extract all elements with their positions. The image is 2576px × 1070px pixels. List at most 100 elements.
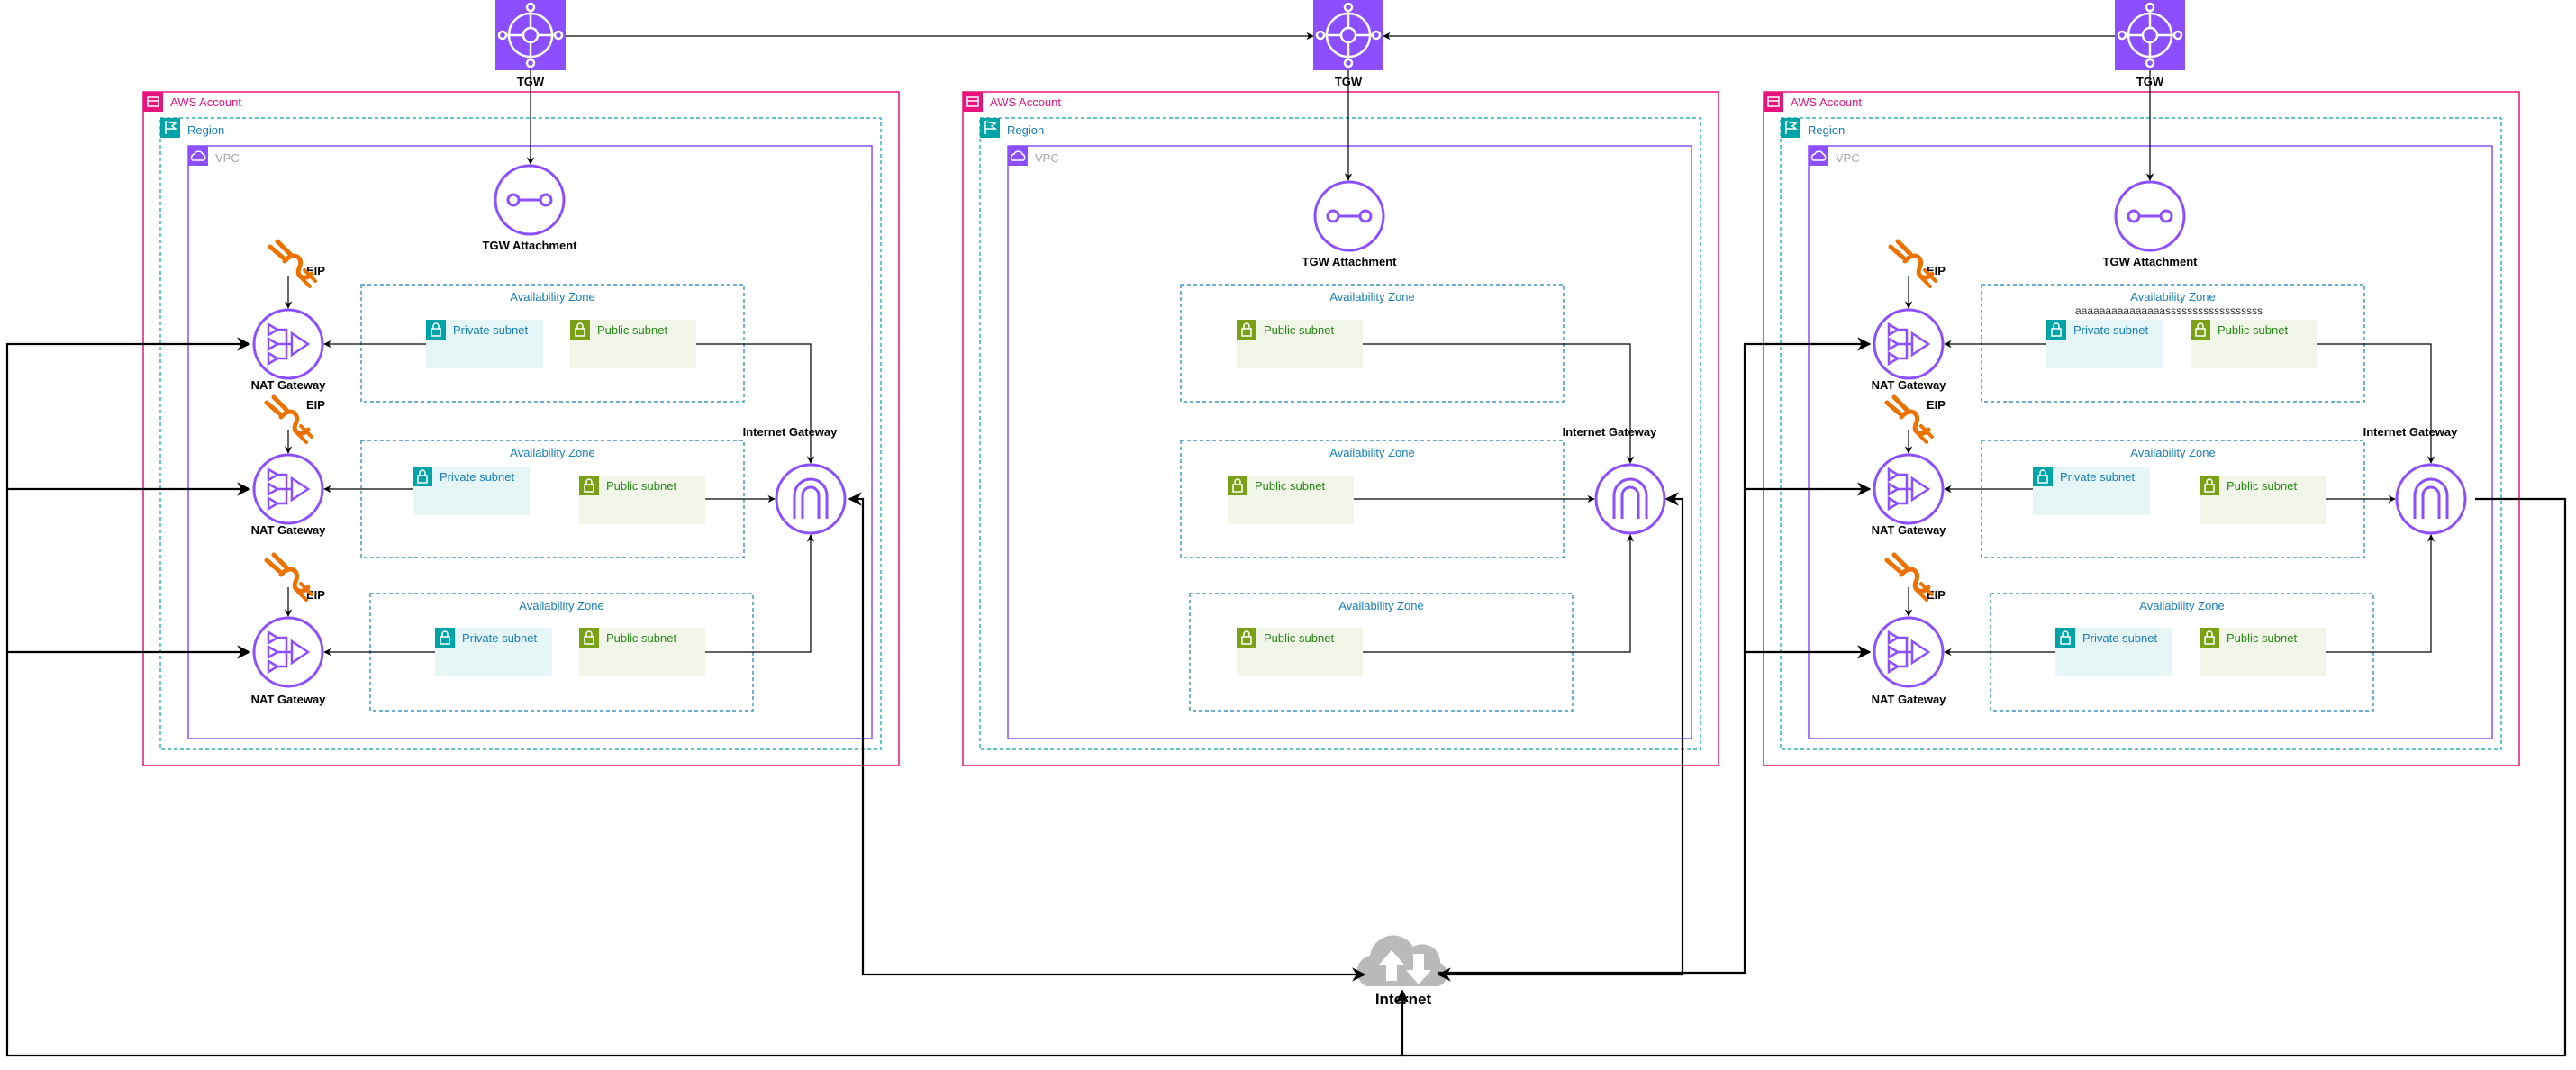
internet-gateway-label: Internet Gateway (743, 425, 839, 439)
public-to-igw (2317, 343, 2435, 464)
public-subnet: Public subnet (2200, 476, 2326, 524)
elastic-ip-icon (264, 394, 313, 444)
availability-zone-label: Availability Zone (519, 599, 603, 612)
internet-gateway-icon (1594, 463, 1666, 535)
lock-icon (2200, 476, 2219, 495)
availability-zone-label: Availability Zone (510, 290, 594, 304)
public-subnet: Public subnet (1237, 320, 1363, 368)
nat-gateway-icon (1873, 308, 1945, 380)
internet-to-nat-right (1438, 337, 1872, 975)
elastic-ip-icon (1884, 552, 1934, 602)
region-flag-icon (980, 118, 1000, 138)
lock-icon (570, 320, 590, 340)
elastic-ip-icon (268, 239, 317, 288)
vpc-label: VPC (1035, 151, 1059, 165)
region-label: Region (1808, 123, 1845, 137)
public-subnet: Public subnet (2200, 628, 2326, 676)
region-label: Region (1007, 123, 1044, 137)
lock-icon (2046, 320, 2066, 340)
lock-icon (2191, 320, 2210, 340)
internet-label: Internet (1375, 991, 1432, 1008)
public-subnet-label: Public subnet (2227, 479, 2297, 493)
elastic-ip-icon (1884, 394, 1934, 444)
tgw-attachment-icon (494, 164, 566, 236)
private-subnet-label: Private subnet (2060, 470, 2135, 484)
availability-zone: Availability Zone (360, 284, 745, 403)
nat-gateway-icon (252, 453, 324, 525)
igw-internet-center (1437, 492, 1684, 982)
lock-icon (579, 628, 599, 648)
public-subnet: Public subnet (570, 320, 696, 368)
lock-icon (413, 467, 432, 486)
private-subnet: Private subnet (2033, 467, 2150, 515)
lock-icon (435, 628, 455, 648)
vpc-label: VPC (1836, 151, 1860, 165)
tgw-attachment-label: TGW Attachment (2103, 255, 2199, 268)
transit-gateway-icon (1313, 0, 1383, 70)
availability-zone-label: Availability Zone (2130, 290, 2215, 304)
elastic-ip-icon (264, 552, 313, 602)
aws-account-icon (963, 92, 983, 112)
annotation-text: aaaaaaaaaaaaaaassssssssssssssssss (2075, 304, 2263, 317)
igw-internet-right (1395, 497, 2567, 1057)
availability-zone: Availability Zone (1180, 284, 1565, 403)
tgw-attachment-icon (2114, 180, 2186, 252)
transit-gateway-icon (495, 0, 566, 70)
nat-gateway-label: NAT Gateway (1872, 378, 1947, 392)
availability-zone-label: Availability Zone (1338, 599, 1423, 612)
availability-zone-label: Availability Zone (2130, 446, 2215, 459)
aws-account-icon (143, 92, 163, 112)
private-subnet-label: Private subnet (462, 631, 537, 645)
public-subnet-label: Public subnet (597, 323, 667, 337)
eip-label: EIP (306, 398, 325, 412)
public-subnet-label: Public subnet (606, 479, 676, 493)
nat-gateway-label: NAT Gateway (251, 693, 327, 706)
lock-icon (1237, 320, 1256, 340)
private-subnet-label: Private subnet (440, 470, 514, 484)
public-subnet-label: Public subnet (1255, 479, 1325, 493)
private-subnet-label: Private subnet (2082, 631, 2157, 645)
lock-icon (579, 476, 599, 495)
public-to-igw (705, 534, 815, 653)
private-subnet-label: Private subnet (2073, 323, 2148, 337)
availability-zone-label: Availability Zone (1329, 290, 1414, 304)
nat-gateway-icon (1873, 453, 1945, 525)
public-to-igw (1363, 534, 1635, 653)
region-label: Region (187, 123, 224, 137)
public-subnet-label: Public subnet (1264, 631, 1334, 645)
aws-account-icon (1764, 92, 1783, 112)
aws-account-label: AWS Account (1791, 95, 1862, 109)
availability-zone-label: Availability Zone (1329, 446, 1414, 459)
tgw-attachment-label: TGW Attachment (1302, 255, 1398, 268)
vpc-cloud-icon (1809, 146, 1828, 166)
aws-account-label: AWS Account (170, 95, 241, 109)
lock-icon (1228, 476, 1247, 495)
availability-zone-label: Availability Zone (510, 446, 594, 459)
lock-icon (2033, 467, 2053, 486)
private-subnet: Private subnet (2055, 628, 2172, 676)
availability-zone: Availability Zone (1981, 284, 2365, 403)
nat-gateway-label: NAT Gateway (251, 378, 327, 392)
public-subnet: Public subnet (2191, 320, 2317, 368)
region-flag-icon (160, 118, 180, 138)
internet-to-nat-left (5, 337, 1402, 1057)
transit-gateway-icon (2115, 0, 2185, 70)
internet-cloud (1356, 935, 1447, 986)
nat-gateway-icon (252, 616, 324, 688)
public-subnet: Public subnet (579, 628, 705, 676)
lock-icon (2055, 628, 2075, 648)
nat-gateway-label: NAT Gateway (251, 523, 327, 537)
nat-gateway-icon (1873, 616, 1945, 688)
igw-internet-left (848, 492, 1366, 982)
public-subnet-label: Public subnet (2227, 631, 2297, 645)
nat-gateway-icon (252, 308, 324, 380)
public-subnet-label: Public subnet (606, 631, 676, 645)
vpc-cloud-icon (1008, 146, 1028, 166)
public-to-igw (1363, 343, 1635, 464)
lock-icon (1237, 628, 1256, 648)
lock-icon (426, 320, 446, 340)
internet-gateway-label: Internet Gateway (1563, 425, 1658, 439)
